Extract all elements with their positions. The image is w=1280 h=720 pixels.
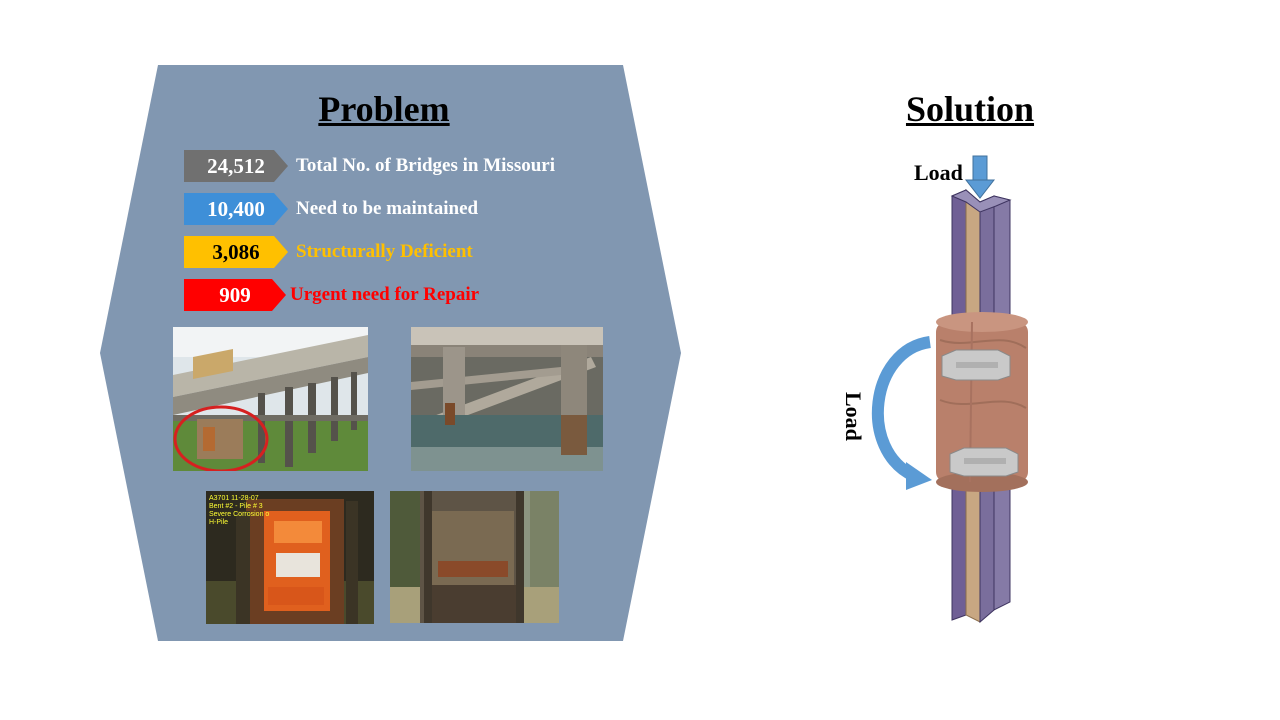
bandage-clip-top-icon: [941, 349, 1011, 381]
stat-row-maintain: 10,400 Need to be maintained: [184, 192, 478, 226]
stat-value-deficient: 3,086: [212, 239, 260, 264]
stat-row-total: 24,512 Total No. of Bridges in Missouri: [184, 149, 555, 183]
stat-label-urgent: Urgent need for Repair: [290, 284, 480, 305]
stat-value-total: 24,512: [207, 153, 265, 178]
bridge-overview-photo: [173, 327, 368, 471]
stat-label-maintain: Need to be maintained: [296, 198, 479, 219]
load-label-top: Load: [914, 160, 963, 185]
bridge-underside-water-photo: [411, 327, 603, 471]
stat-badge-total: 24,512: [184, 150, 288, 182]
solution-title: Solution: [905, 89, 1035, 129]
stat-row-deficient: 3,086 Structurally Deficient: [184, 235, 473, 269]
stat-badge-deficient: 3,086: [184, 236, 288, 268]
stat-value-maintain: 10,400: [207, 196, 265, 221]
stat-label-deficient: Structurally Deficient: [296, 241, 473, 262]
wrapped-steel-column-illustration: [871, 155, 1028, 624]
bandage-clip-bottom-icon: [949, 447, 1019, 477]
corroded-h-pile-caption-line-3: Severe Corrosion o: [209, 511, 269, 518]
problem-title: Problem: [318, 89, 450, 129]
stat-value-urgent: 909: [219, 282, 251, 307]
corroded-h-pile-caption-line-1: A3701 11-28-07: [209, 495, 259, 502]
corroded-h-pile-photo: A3701 11-28-07 Bent #2 - Pile # 3 Severe…: [206, 491, 374, 624]
corroded-h-pile-caption-line-2: Bent #2 - Pile # 3: [209, 503, 263, 510]
stat-label-total: Total No. of Bridges in Missouri: [296, 155, 555, 176]
load-label-side: Load: [841, 392, 866, 441]
corroded-h-pile-caption-line-4: H-Pile: [209, 519, 228, 526]
deteriorated-pile-photo: [390, 491, 559, 623]
load-arrow-curved-icon: [871, 336, 932, 490]
stat-badge-maintain: 10,400: [184, 193, 288, 225]
stat-row-urgent: 909 Urgent need for Repair: [184, 278, 479, 312]
load-arrow-down-icon: [964, 155, 996, 199]
stat-badge-urgent: 909: [184, 279, 286, 311]
